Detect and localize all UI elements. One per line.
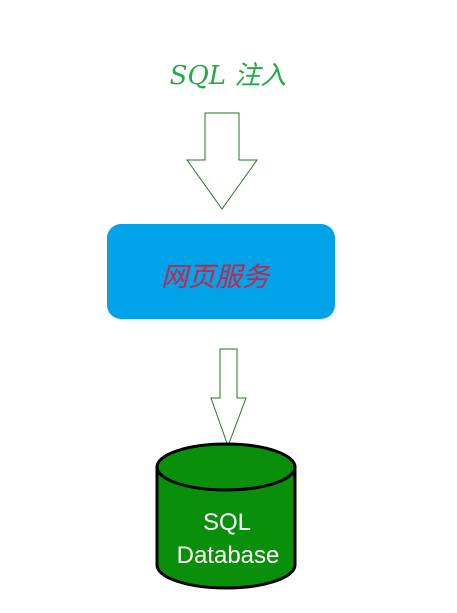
sql-database-cylinder: SQL Database xyxy=(155,442,297,590)
database-label-line1: SQL xyxy=(203,509,251,536)
database-top xyxy=(155,442,297,492)
web-service-box xyxy=(107,224,335,319)
arrow-down-top xyxy=(186,112,258,210)
web-service-label: 网页服务 xyxy=(161,262,271,293)
database-body xyxy=(155,465,297,590)
database-label-line2: Database xyxy=(177,542,280,569)
diagram-title: SQL 注入 xyxy=(170,61,287,91)
arrow-down-bottom xyxy=(210,348,247,448)
